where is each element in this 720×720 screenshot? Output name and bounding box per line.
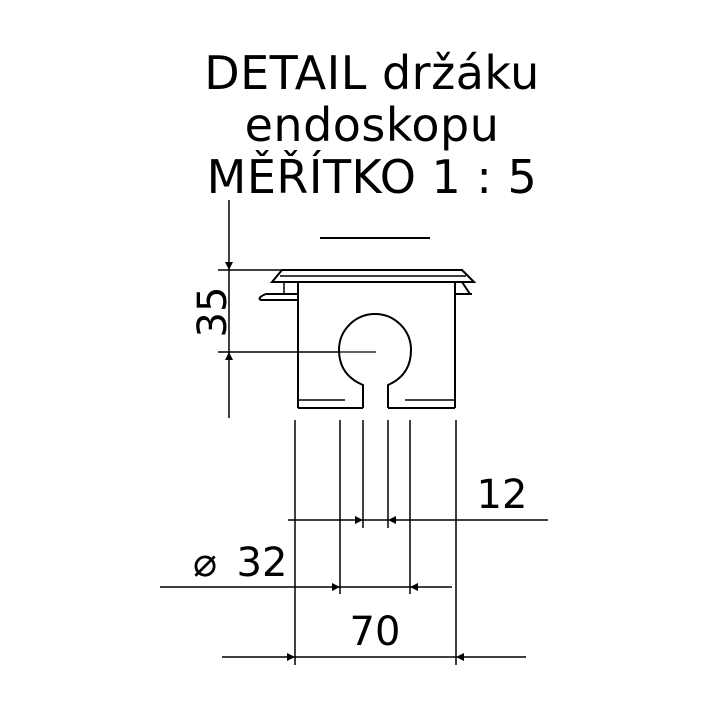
extension-lines xyxy=(294,420,457,665)
width-dimension-label: 70 xyxy=(350,609,401,655)
holder-body xyxy=(258,269,477,409)
height-dimension xyxy=(218,200,340,418)
drawing-title-line-2: endoskopu xyxy=(244,98,500,152)
drawing-scale-label: MĚŘÍTKO 1 : 5 xyxy=(206,150,538,204)
slot-width-label: 12 xyxy=(477,472,528,518)
diameter-symbol: ⌀ xyxy=(193,540,217,586)
diameter-label: 32 xyxy=(237,540,288,586)
keyhole-slot xyxy=(337,313,413,408)
drawing-title-line-1: DETAIL držáku xyxy=(204,46,540,100)
height-dimension-label: 35 xyxy=(190,287,236,338)
